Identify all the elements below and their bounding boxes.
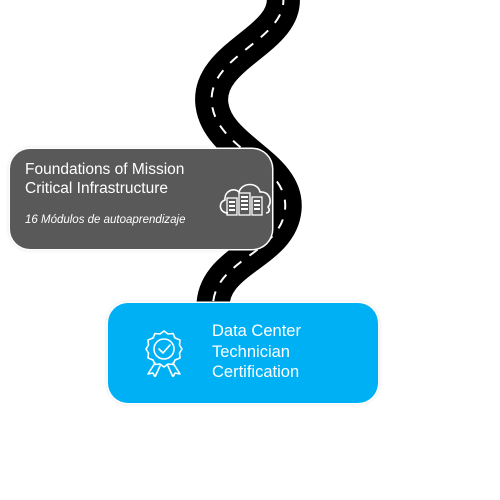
step-subtitle: 16 Módulos de autoaprendizaje [25,214,186,226]
cloud-datacenter-icon [219,183,271,216]
step-title: Data Center Technician Certification [212,322,301,381]
step-card-foundations: Foundations of Mission Critical Infrastr… [10,149,272,249]
step-card-certification: Data Center Technician Certification [108,303,378,403]
award-medal-icon [145,330,183,377]
step-title: Foundations of Mission Critical Infrastr… [25,161,185,197]
